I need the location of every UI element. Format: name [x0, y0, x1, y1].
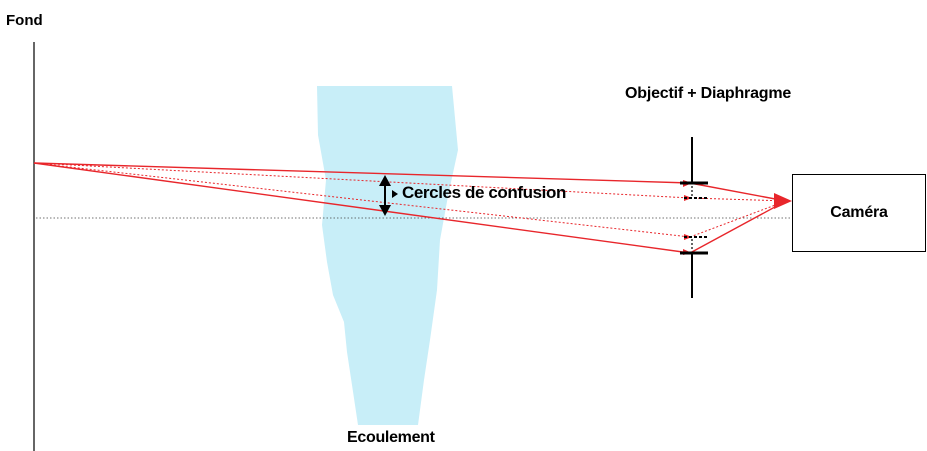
confusion-small-arrow [392, 190, 398, 198]
confusion-arrowhead-bottom [379, 205, 391, 216]
arrowhead-upper-dotted [684, 195, 692, 201]
confusion-label: Cercles de confusion [402, 183, 566, 202]
arrowhead-lower-dotted [684, 234, 692, 240]
ray-upper-solid [33, 162, 691, 184]
camera-label: Caméra [830, 204, 888, 221]
ray-converge-lower [689, 200, 787, 254]
camera-box: Caméra [792, 174, 926, 252]
focal-arrowhead [774, 193, 792, 209]
flow-region [317, 86, 458, 425]
lens-label: Objectif + Diaphragme [625, 85, 792, 102]
background-label: Fond [6, 12, 43, 29]
ray-upper-dotted [33, 162, 691, 199]
ray-lower-solid [33, 162, 691, 254]
confusion-arrowhead-top [379, 175, 391, 186]
ray-converge-upper [689, 182, 787, 202]
ray-converge-lower-dotted [689, 200, 787, 238]
flow-label: Ecoulement [347, 429, 435, 446]
